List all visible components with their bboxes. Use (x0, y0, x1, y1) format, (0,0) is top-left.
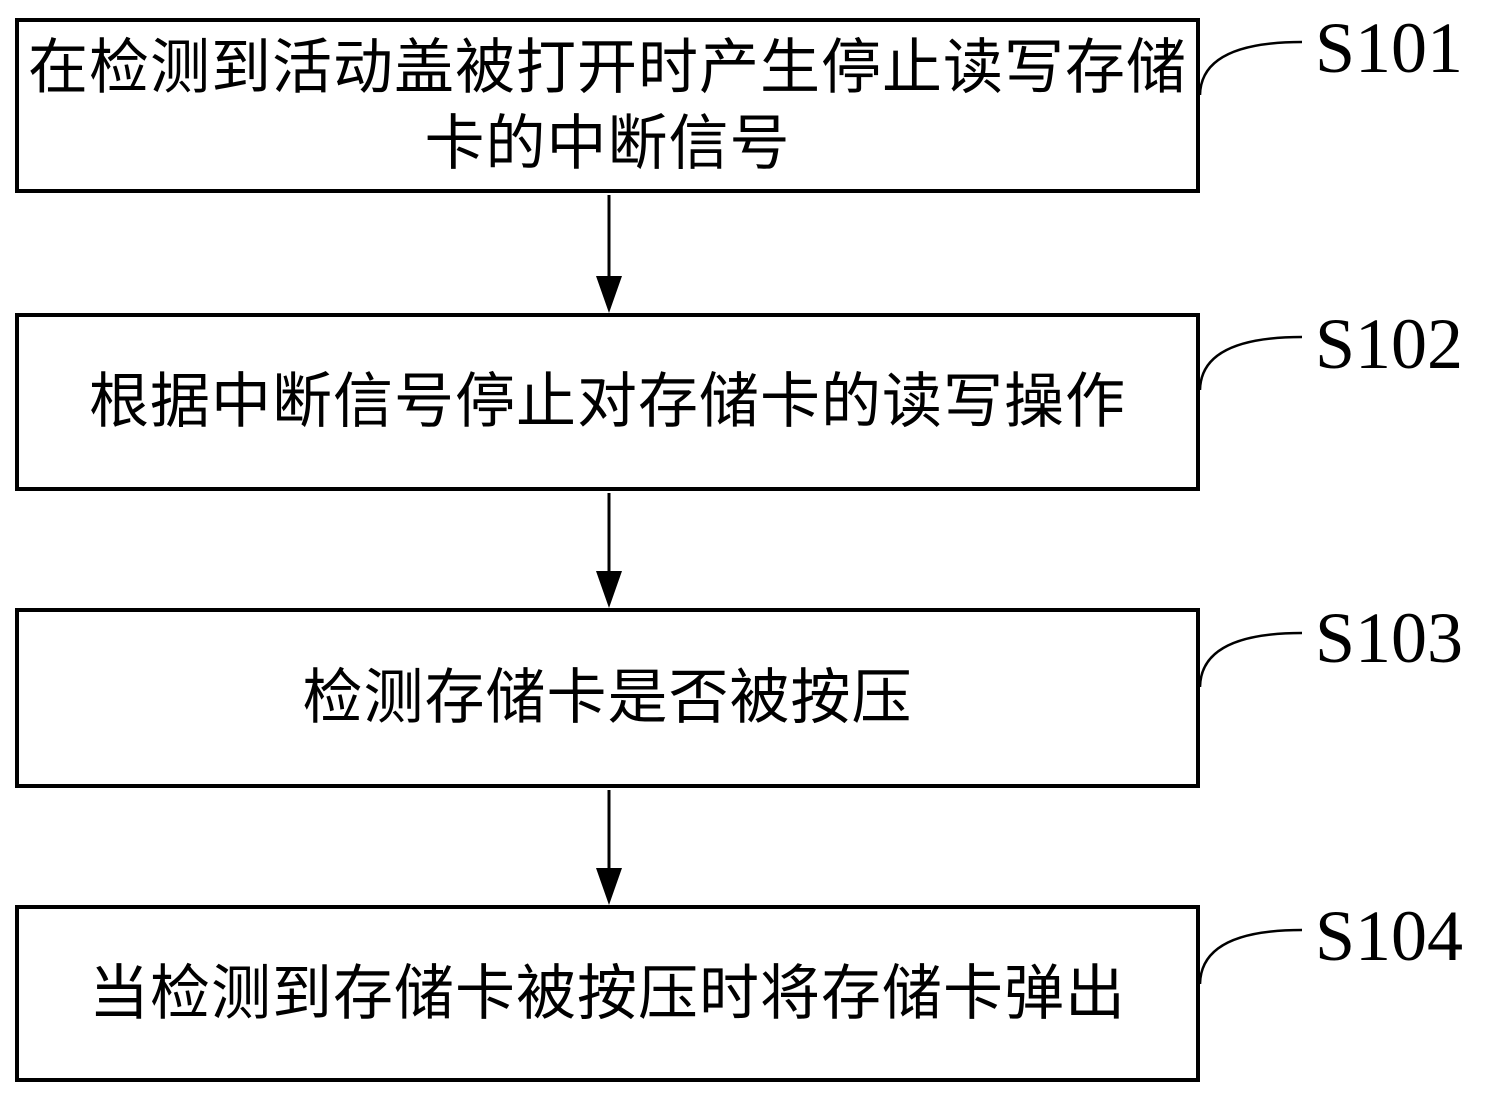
leader-curve-s101 (1198, 40, 1303, 96)
process-step-box-2: 根据中断信号停止对存储卡的读写操作 (15, 313, 1200, 491)
leader-curve-s104 (1198, 928, 1303, 985)
step-ref-label-s102: S102 (1315, 304, 1464, 384)
step-ref-label-s104: S104 (1315, 896, 1464, 976)
step-ref-label-s103: S103 (1315, 598, 1464, 678)
flow-arrowhead-3 (596, 868, 622, 905)
step-ref-label-s101: S101 (1315, 8, 1464, 88)
step-text-line: 当检测到存储卡被按压时将存储卡弹出 (89, 960, 1126, 1027)
process-step-box-1: 在检测到活动盖被打开时产生停止读写存储 卡的中断信号 (15, 18, 1200, 193)
step-text-line: 在检测到活动盖被打开时产生停止读写存储 (28, 34, 1187, 101)
step-text-line: 检测存储卡是否被按压 (302, 665, 913, 731)
flow-arrowhead-1 (596, 276, 622, 313)
process-step-box-4: 当检测到存储卡被按压时将存储卡弹出 (15, 905, 1200, 1082)
step-text-line: 根据中断信号停止对存储卡的读写操作 (89, 369, 1126, 435)
process-step-box-3: 检测存储卡是否被按压 (15, 608, 1200, 788)
leader-curve-s102 (1198, 335, 1303, 391)
step-text-line: 卡的中断信号 (424, 110, 791, 177)
leader-curve-s103 (1198, 631, 1303, 688)
flow-arrowhead-2 (596, 571, 622, 608)
